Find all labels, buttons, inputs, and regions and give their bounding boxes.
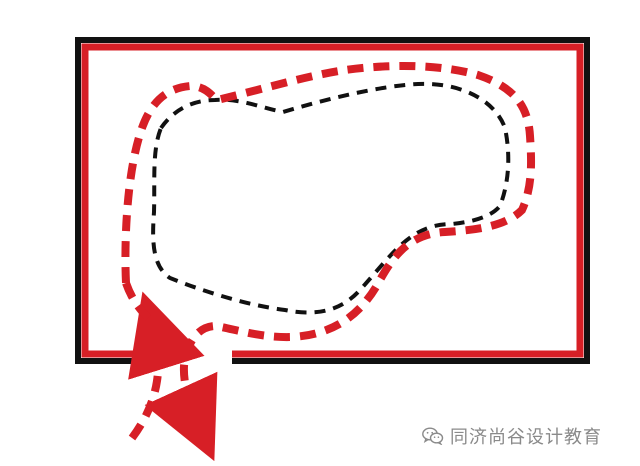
watermark-text: 同济尚谷设计教育 <box>450 427 602 448</box>
entry-link-red <box>122 281 155 325</box>
outer-wall-black <box>75 37 590 364</box>
watermark: 同济尚谷设计教育 <box>422 422 602 450</box>
outer-route-red <box>121 61 536 462</box>
room-wall <box>75 37 590 364</box>
entry-route-red <box>128 291 205 441</box>
inner-wall-red <box>81 43 584 358</box>
wechat-icon <box>422 427 444 445</box>
inner-route-black <box>151 81 511 315</box>
